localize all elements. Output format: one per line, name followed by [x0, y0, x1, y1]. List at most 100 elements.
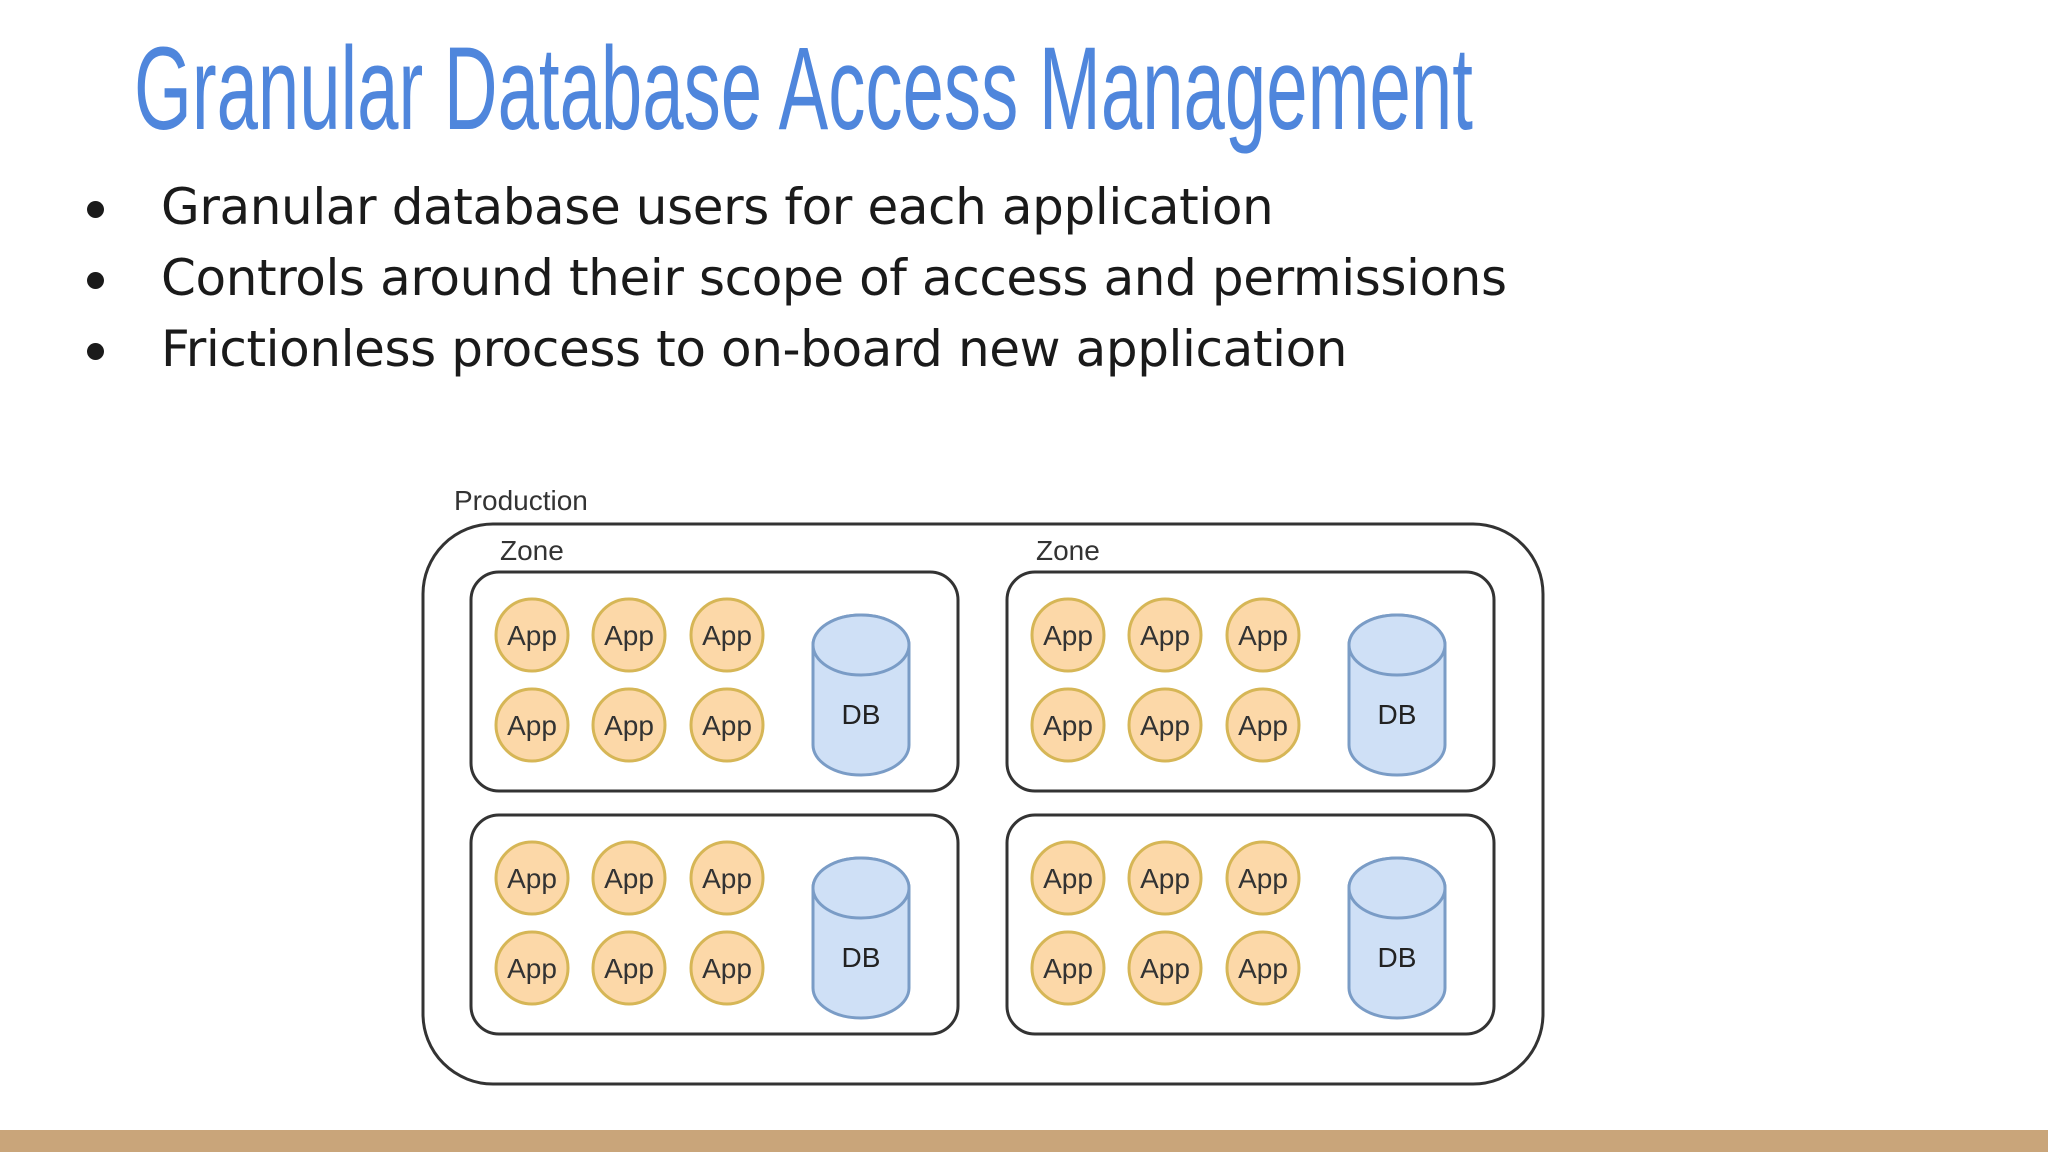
app-circle: [494, 597, 570, 673]
app-node: App: [1225, 930, 1301, 1006]
app-node: App: [1127, 687, 1203, 763]
app-node: App: [1030, 597, 1106, 673]
app-node: App: [1225, 840, 1301, 916]
app-node: App: [591, 840, 667, 916]
db-label: DB: [842, 942, 881, 973]
bullet-dot-icon: [87, 272, 104, 289]
bullet-text: Frictionless process to on-board new app…: [161, 320, 1348, 378]
app-node: App: [1030, 840, 1106, 916]
app-label: App: [1140, 620, 1190, 651]
app-circle: [1127, 687, 1203, 763]
app-label: App: [1140, 710, 1190, 741]
bullet-text: Controls around their scope of access an…: [161, 249, 1507, 307]
app-node: App: [1127, 840, 1203, 916]
db-node: DB: [1347, 856, 1447, 1020]
app-circle: [1127, 840, 1203, 916]
app-label: App: [507, 863, 557, 894]
app-label: App: [604, 863, 654, 894]
app-label: App: [1043, 620, 1093, 651]
app-label: App: [604, 953, 654, 984]
app-circle: [591, 840, 667, 916]
zone-label: Zone: [500, 535, 564, 566]
app-node: App: [1030, 687, 1106, 763]
app-label: App: [1140, 953, 1190, 984]
app-node: App: [689, 930, 765, 1006]
zone-box: [469, 570, 960, 793]
app-label: App: [507, 620, 557, 651]
app-circle: [494, 930, 570, 1006]
app-node: App: [689, 597, 765, 673]
app-label: App: [1238, 863, 1288, 894]
app-circle: [689, 930, 765, 1006]
bullet-dot-icon: [87, 201, 104, 218]
zone-box: [1005, 813, 1496, 1036]
production-container: [421, 522, 1545, 1086]
app-node: App: [494, 840, 570, 916]
app-label: App: [1238, 710, 1288, 741]
app-node: App: [591, 687, 667, 763]
app-circle: [1225, 687, 1301, 763]
app-circle: [494, 687, 570, 763]
zone-label: Zone: [1036, 535, 1100, 566]
db-cylinder-top: [811, 613, 911, 677]
db-node: DB: [1347, 613, 1447, 777]
zone-box: [1005, 570, 1496, 793]
app-node: App: [494, 597, 570, 673]
app-node: App: [1127, 930, 1203, 1006]
app-label: App: [702, 953, 752, 984]
db-cylinder-top: [811, 856, 911, 920]
app-label: App: [1140, 863, 1190, 894]
app-label: App: [507, 710, 557, 741]
app-node: App: [1225, 597, 1301, 673]
app-label: App: [507, 953, 557, 984]
app-circle: [689, 597, 765, 673]
app-label: App: [1043, 710, 1093, 741]
app-circle: [1030, 687, 1106, 763]
app-label: App: [702, 863, 752, 894]
app-label: App: [1043, 953, 1093, 984]
bullet-text: Granular database users for each applica…: [161, 178, 1274, 236]
app-circle: [1127, 930, 1203, 1006]
db-node: DB: [811, 613, 911, 777]
app-node: App: [591, 597, 667, 673]
footer-bar: [0, 1130, 2048, 1152]
app-label: App: [702, 710, 752, 741]
app-circle: [1030, 597, 1106, 673]
app-circle: [591, 597, 667, 673]
app-node: App: [689, 840, 765, 916]
app-node: App: [494, 687, 570, 763]
db-node: DB: [811, 856, 911, 1020]
app-label: App: [1043, 863, 1093, 894]
app-circle: [1225, 840, 1301, 916]
db-cylinder-top: [1347, 856, 1447, 920]
app-circle: [1030, 930, 1106, 1006]
app-circle: [1225, 930, 1301, 1006]
app-node: App: [1225, 687, 1301, 763]
app-label: App: [604, 620, 654, 651]
app-label: App: [1238, 620, 1288, 651]
app-node: App: [689, 687, 765, 763]
bullet-dot-icon: [87, 343, 104, 360]
app-circle: [1127, 597, 1203, 673]
app-node: App: [494, 930, 570, 1006]
db-label: DB: [1378, 942, 1417, 973]
app-circle: [1225, 597, 1301, 673]
db-label: DB: [1378, 699, 1417, 730]
db-cylinder-top: [1347, 613, 1447, 677]
app-circle: [494, 840, 570, 916]
app-circle: [591, 687, 667, 763]
slide-title: Granular Database Access Management: [134, 23, 1473, 155]
app-circle: [689, 687, 765, 763]
app-node: App: [1030, 930, 1106, 1006]
app-label: App: [1238, 953, 1288, 984]
app-circle: [1030, 840, 1106, 916]
zone-box: [469, 813, 960, 1036]
app-label: App: [604, 710, 654, 741]
app-circle: [591, 930, 667, 1006]
